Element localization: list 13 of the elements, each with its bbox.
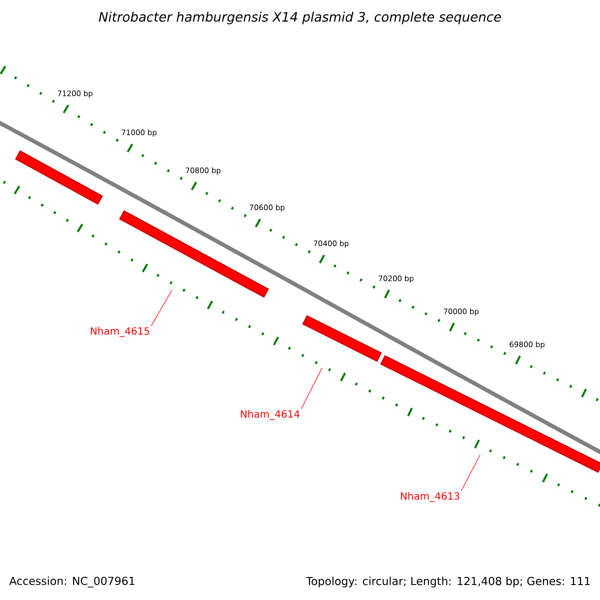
leader-line — [460, 454, 480, 492]
gene-label: Nham_4614 — [240, 410, 300, 420]
footer-text: Accession: NC_007961 — [9, 576, 134, 588]
title: Nitrobacter hamburgensis X14 plasmid 3, complete sequence — [98, 12, 501, 24]
footer-text: Topology: circular; Length: 121,408 bp; Genes: 111 — [306, 576, 590, 588]
gene-bar — [15, 150, 103, 205]
gene-label: Nham_4615 — [90, 327, 150, 337]
gene-bar — [380, 355, 600, 473]
leader-line — [150, 290, 172, 326]
gene-bar — [302, 315, 382, 362]
gene-label: Nham_4613 — [400, 492, 460, 502]
gene-bar — [119, 210, 269, 298]
leader-line — [300, 368, 322, 410]
